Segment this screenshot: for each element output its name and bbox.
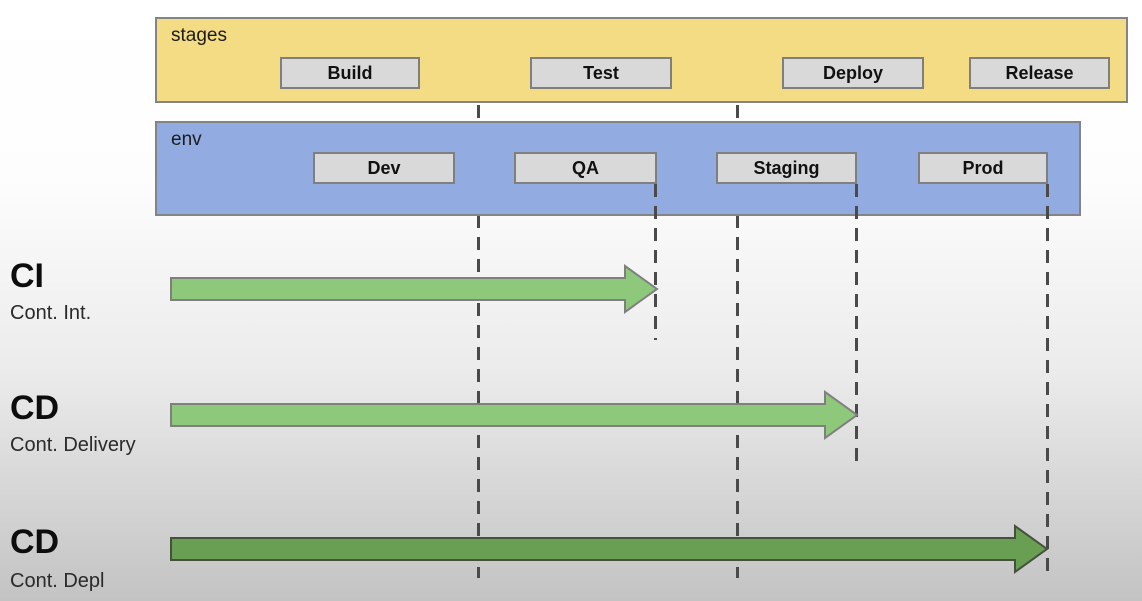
dashed-divider-test-deploy: [736, 105, 739, 578]
dashed-divider-staging-end: [855, 184, 858, 462]
cd-delivery-arrow: [170, 390, 859, 440]
stage-box-release: Release: [969, 57, 1110, 89]
env-box-dev: Dev: [313, 152, 455, 184]
row-abbr-cd-delivery: CD: [10, 389, 60, 427]
ci-arrow: [170, 264, 659, 314]
stage-box-test: Test: [530, 57, 672, 89]
stage-box-build: Build: [280, 57, 420, 89]
stages-band: stages Build Test Deploy Release: [155, 17, 1128, 103]
stages-band-label: stages: [171, 25, 227, 46]
row-caption-ci: Cont. Int.: [10, 302, 92, 324]
row-caption-cd-delivery: Cont. Delivery: [10, 434, 136, 456]
row-caption-cd-deployment: Cont. Depl: [10, 570, 105, 592]
env-band-label: env: [171, 129, 202, 150]
dashed-divider-build-test: [477, 105, 480, 578]
env-band: env Dev QA Staging Prod: [155, 121, 1081, 216]
env-box-staging: Staging: [716, 152, 857, 184]
stage-box-deploy: Deploy: [782, 57, 924, 89]
row-abbr-cd-deployment: CD: [10, 523, 60, 561]
env-box-prod: Prod: [918, 152, 1048, 184]
dashed-divider-prod-end: [1046, 184, 1049, 578]
env-box-qa: QA: [514, 152, 657, 184]
row-abbr-ci: CI: [10, 257, 44, 295]
cd-deployment-arrow: [170, 524, 1049, 574]
dashed-divider-qa-end: [654, 184, 657, 340]
